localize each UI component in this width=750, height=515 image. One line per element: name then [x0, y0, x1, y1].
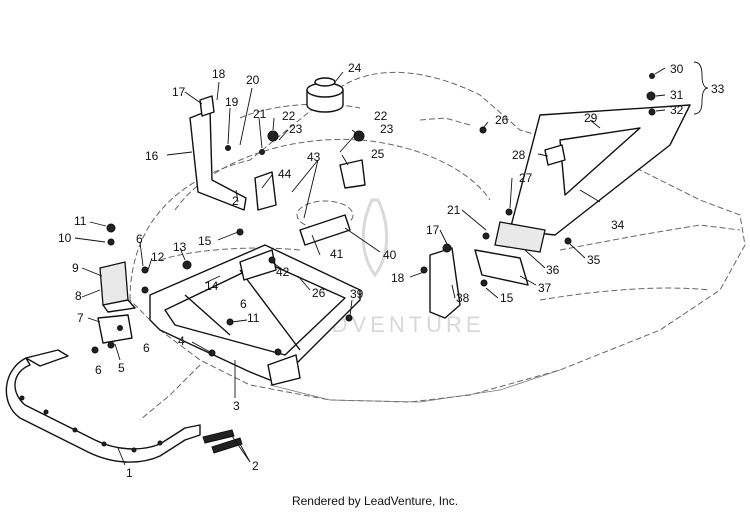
- callout-30: 30: [670, 62, 684, 76]
- front-bumper: [5, 349, 201, 463]
- callout-21b: 21: [447, 203, 461, 217]
- callout-7: 7: [77, 311, 84, 325]
- callout-23a: 23: [289, 122, 303, 136]
- callout-10: 10: [58, 231, 72, 245]
- callout-29: 29: [584, 111, 598, 125]
- right-brackets: [429, 221, 546, 319]
- callout-20: 20: [246, 73, 260, 87]
- callout-24: 24: [348, 61, 362, 75]
- callout-38: 38: [456, 291, 470, 305]
- callout-18b: 18: [391, 271, 405, 285]
- callout-18a: 18: [212, 67, 226, 81]
- callout-12: 12: [151, 250, 165, 264]
- callout-labels: 1 2 3 4 5 6 6 6 6 7 8 9 10 11 11 12 13 1…: [58, 61, 725, 480]
- callout-41: 41: [330, 247, 344, 261]
- callout-2b: 2: [232, 194, 239, 208]
- front-axle-frame: [149, 244, 361, 386]
- callout-16: 16: [145, 149, 159, 163]
- callout-39: 39: [350, 287, 364, 301]
- callout-15a: 15: [198, 234, 212, 248]
- callout-17b: 17: [426, 223, 440, 237]
- callout-14: 14: [205, 279, 219, 293]
- callout-44: 44: [278, 167, 292, 181]
- callout-9: 9: [72, 261, 79, 275]
- callout-6b: 6: [143, 341, 150, 355]
- callout-36: 36: [546, 263, 560, 277]
- mower-body-outline: [129, 71, 746, 421]
- callout-11b: 11: [247, 311, 260, 325]
- callout-43: 43: [307, 150, 321, 164]
- callout-35: 35: [587, 253, 601, 267]
- callout-42: 42: [276, 265, 290, 279]
- callout-17a: 17: [172, 85, 186, 99]
- callout-37: 37: [538, 281, 552, 295]
- callout-2: 2: [252, 459, 259, 473]
- center-brackets: [254, 159, 366, 246]
- callout-5: 5: [118, 361, 125, 375]
- callout-32: 32: [670, 103, 684, 117]
- callout-28: 28: [512, 148, 526, 162]
- hardware: [91, 73, 656, 454]
- callout-1: 1: [126, 466, 133, 480]
- front-brackets: [97, 261, 136, 344]
- right-rail: [509, 104, 691, 236]
- callout-34: 34: [611, 218, 625, 232]
- callout-6d: 6: [240, 297, 247, 311]
- callout-11a: 11: [74, 214, 87, 228]
- callout-13: 13: [173, 240, 187, 254]
- callout-26a: 26: [495, 113, 509, 127]
- callout-6c: 6: [136, 232, 143, 246]
- callout-27: 27: [519, 171, 533, 185]
- callout-40: 40: [383, 248, 397, 262]
- callout-33: 33: [711, 82, 725, 96]
- callout-21a: 21: [253, 107, 267, 121]
- callout-19: 19: [225, 95, 239, 109]
- left-side-bracket: [189, 95, 247, 211]
- callout-25: 25: [371, 147, 385, 161]
- footer-credit: Rendered by LeadVenture, Inc.: [291, 494, 459, 508]
- callout-22a: 22: [282, 109, 296, 123]
- callout-3: 3: [233, 399, 240, 413]
- callout-15b: 15: [500, 291, 514, 305]
- callout-22b: 22: [374, 109, 388, 123]
- callout-4: 4: [178, 334, 185, 348]
- callout-6a: 6: [95, 363, 102, 377]
- pulley: [306, 77, 344, 113]
- callout-8: 8: [75, 289, 82, 303]
- leader-lines: [74, 61, 709, 466]
- callout-26b: 26: [312, 286, 326, 300]
- callout-31: 31: [670, 88, 684, 102]
- callout-23b: 23: [380, 122, 394, 136]
